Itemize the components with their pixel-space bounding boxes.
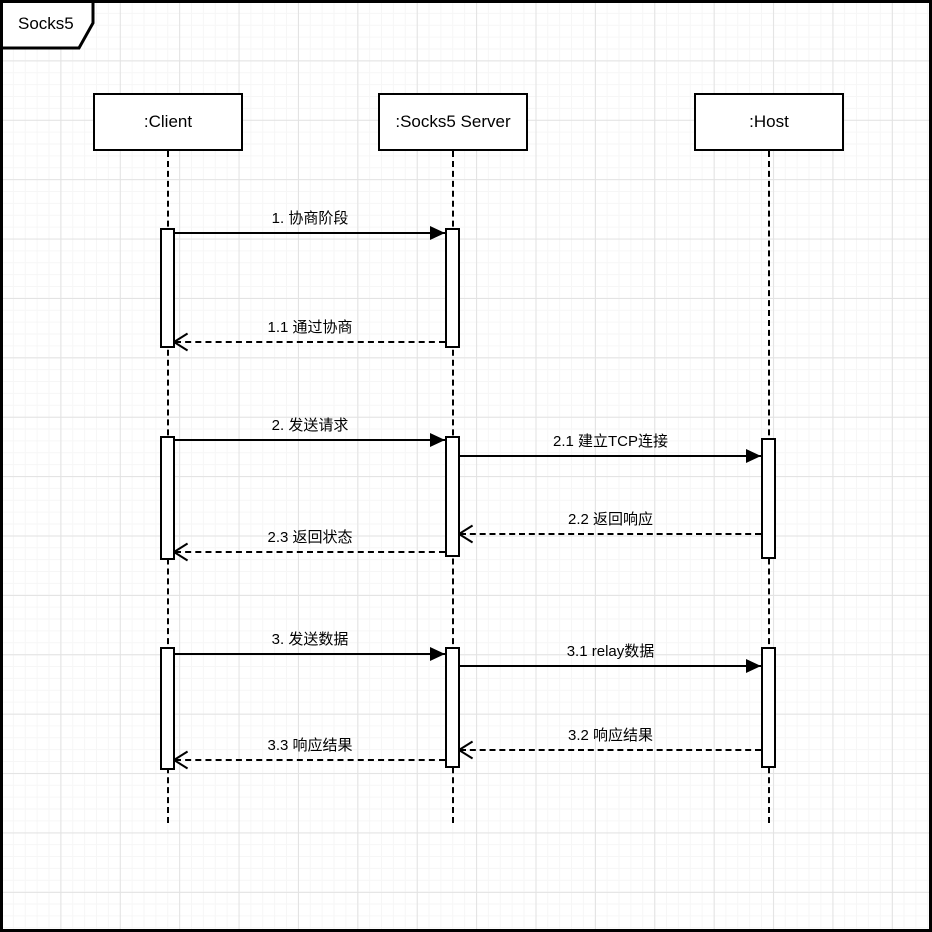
message-label: 3.1 relay数据 bbox=[566, 643, 655, 660]
activation-host-2 bbox=[761, 438, 776, 559]
message-label: 2. 发送请求 bbox=[271, 417, 349, 434]
activation-host-3 bbox=[761, 647, 776, 768]
activation-server-1 bbox=[445, 228, 460, 348]
message-label: 2.3 返回状态 bbox=[267, 529, 353, 546]
message-line bbox=[175, 653, 445, 655]
message-label: 3.3 响应结果 bbox=[267, 737, 353, 754]
activation-client-1 bbox=[160, 228, 175, 348]
lifeline-header-client: :Client bbox=[93, 93, 243, 151]
frame-title-tab bbox=[3, 3, 95, 50]
message-line bbox=[175, 551, 445, 553]
activation-server-2 bbox=[445, 436, 460, 557]
activation-client-3 bbox=[160, 647, 175, 770]
activation-server-3 bbox=[445, 647, 460, 768]
lifeline-header-label: :Host bbox=[749, 112, 789, 131]
lifeline-header-label: :Client bbox=[143, 112, 193, 131]
message-label: 3.2 响应结果 bbox=[567, 727, 654, 744]
lifeline-header-label: :Socks5 Server bbox=[395, 112, 511, 131]
message-label: 3. 发送数据 bbox=[271, 631, 349, 648]
message-label: 1.1 通过协商 bbox=[267, 319, 353, 336]
message-label: 1. 协商阶段 bbox=[271, 210, 349, 227]
activation-client-2 bbox=[160, 436, 175, 560]
arrowhead-filled-right-icon bbox=[746, 449, 761, 463]
message-line bbox=[175, 759, 445, 761]
message-line bbox=[460, 533, 761, 535]
lifeline-header-socks5-server: :Socks5 Server bbox=[378, 93, 528, 151]
message-line bbox=[175, 341, 445, 343]
message-line bbox=[175, 232, 445, 234]
arrowhead-filled-right-icon bbox=[430, 433, 445, 447]
message-line bbox=[460, 665, 761, 667]
message-line bbox=[460, 455, 761, 457]
arrowhead-filled-right-icon bbox=[746, 659, 761, 673]
message-label: 2.1 建立TCP连接 bbox=[552, 433, 669, 450]
arrowhead-filled-right-icon bbox=[430, 226, 445, 240]
message-line bbox=[460, 749, 761, 751]
message-line bbox=[175, 439, 445, 441]
arrowhead-filled-right-icon bbox=[430, 647, 445, 661]
message-label: 2.2 返回响应 bbox=[567, 511, 654, 528]
frame-title: Socks5 bbox=[18, 14, 74, 33]
lifeline-header-host: :Host bbox=[694, 93, 844, 151]
